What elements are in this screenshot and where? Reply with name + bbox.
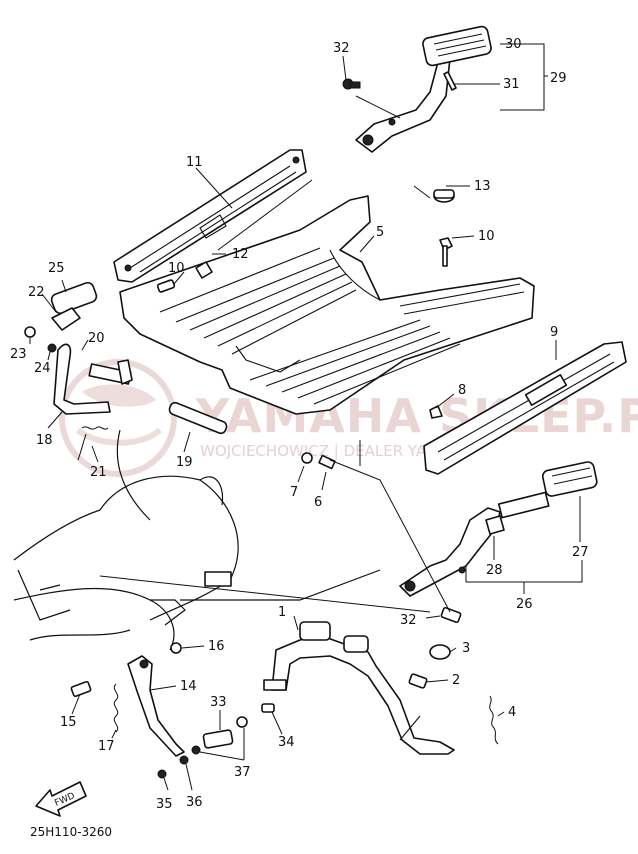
part-9-side-rail [423, 341, 627, 475]
callout-15: 15 [60, 715, 77, 730]
callout-26: 26 [516, 597, 533, 612]
fwd-arrow-icon: FWD [35, 781, 87, 817]
callout-7: 7 [290, 485, 298, 500]
callout-10b: 10 [168, 261, 185, 276]
part-5-floor-board [119, 195, 535, 415]
side-stand-assembly [70, 642, 275, 779]
callout-22: 22 [28, 285, 45, 300]
callout-19: 19 [176, 455, 193, 470]
callout-32: 32 [333, 41, 350, 56]
callout-18: 18 [36, 433, 53, 448]
left-pedal-bracket [24, 281, 228, 461]
callout-23: 23 [10, 347, 27, 362]
upper-footrest-assembly [342, 25, 492, 153]
callout-37: 37 [234, 765, 251, 780]
part-1-main-stand [263, 621, 499, 755]
callout-27: 27 [572, 545, 589, 560]
callout-4: 4 [508, 705, 516, 720]
callout-17: 17 [98, 739, 115, 754]
callout-32b: 32 [400, 613, 417, 628]
leader-lines [29, 43, 583, 791]
callout-35: 35 [156, 797, 173, 812]
callout-28: 28 [486, 563, 503, 578]
diagram-code: 25H110-3260 [30, 825, 112, 839]
callout-36: 36 [186, 795, 203, 810]
callout-25: 25 [48, 261, 65, 276]
part-11-side-rail [113, 149, 307, 283]
callout-29: 29 [550, 71, 567, 86]
callout-16: 16 [208, 639, 225, 654]
callout-34: 34 [278, 735, 295, 750]
callout-30: 30 [505, 37, 522, 52]
callout-3: 3 [462, 641, 470, 656]
callout-20: 20 [88, 331, 105, 346]
callout-1: 1 [278, 605, 286, 620]
callout-33: 33 [210, 695, 227, 710]
callout-8: 8 [458, 383, 466, 398]
callout-12: 12 [232, 247, 249, 262]
callout-2: 2 [452, 673, 460, 688]
callout-24: 24 [34, 361, 51, 376]
callout-11: 11 [186, 155, 203, 170]
callout-9: 9 [550, 325, 558, 340]
callout-14: 14 [180, 679, 197, 694]
callout-31: 31 [503, 77, 520, 92]
scooter-frame-outline [13, 429, 381, 651]
fasteners [156, 189, 455, 470]
callout-10a: 10 [478, 229, 495, 244]
callout-5: 5 [376, 225, 384, 240]
callout-13: 13 [474, 179, 491, 194]
callout-21: 21 [90, 465, 107, 480]
callout-numbers: 32 30 31 29 11 13 10 5 12 10 25 22 20 23… [10, 37, 589, 812]
callout-6: 6 [314, 495, 322, 510]
watermark-subtitle: WOJCIECHOWICZ | DEALER YAMAHA [200, 442, 472, 460]
right-footrest-assembly [399, 461, 598, 624]
